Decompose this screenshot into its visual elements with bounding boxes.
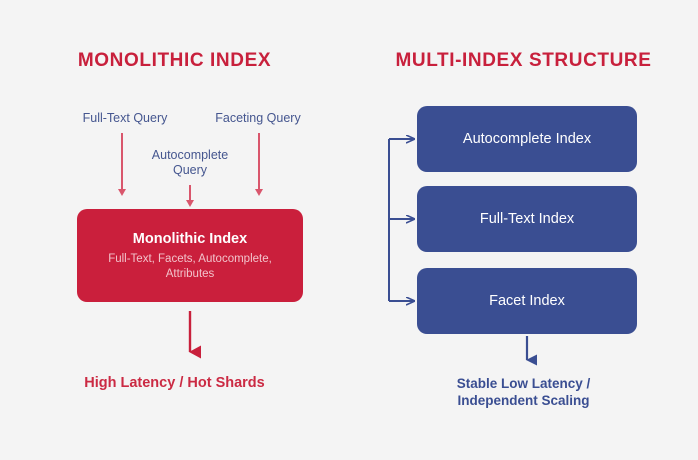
monolithic-index-box-title: Monolithic Index — [132, 230, 248, 247]
arrow-autocomplete-to-monolith — [189, 185, 191, 201]
monolithic-index-box[interactable]: Monolithic Index Full-Text, Facets, Auto… — [77, 209, 303, 302]
query-label-faceting: Faceting Query — [215, 111, 301, 125]
left-panel-title: MONOLITHIC INDEX — [77, 50, 272, 71]
facet-index-box[interactable]: Facet Index — [417, 268, 637, 334]
right-outcome-line1: Stable Low Latency / — [456, 376, 591, 391]
autocomplete-index-box[interactable]: Autocomplete Index — [417, 106, 637, 172]
right-outcome-label: Stable Low Latency / Independent Scaling — [349, 375, 698, 409]
right-panel-title: MULTI-INDEX STRUCTURE — [395, 50, 652, 71]
query-label-autocomplete-line2: Query — [172, 163, 208, 177]
full-text-index-box[interactable]: Full-Text Index — [417, 186, 637, 252]
facet-index-box-title: Facet Index — [489, 292, 565, 309]
monolithic-index-box-subtitle: Full-Text, Facets, Autocomplete, Attribu… — [108, 252, 272, 282]
arrow-full-text-to-monolith — [121, 133, 123, 190]
query-label-full-text: Full-Text Query — [82, 111, 168, 125]
monolithic-index-box-subtitle-line1: Full-Text, Facets, Autocomplete, — [108, 252, 272, 265]
autocomplete-index-box-title: Autocomplete Index — [462, 130, 592, 147]
query-label-autocomplete-line1: Autocomplete — [151, 148, 229, 162]
right-outcome-line2: Independent Scaling — [457, 393, 590, 408]
monolithic-index-panel: MONOLITHIC INDEX Full-Text Query Facetin… — [0, 0, 349, 460]
query-label-autocomplete: Autocomplete Query — [135, 148, 245, 178]
full-text-index-box-title: Full-Text Index — [479, 210, 575, 227]
monolithic-index-box-subtitle-line2: Attributes — [165, 267, 215, 280]
multi-index-panel: MULTI-INDEX STRUCTURE Autocomplete Index… — [349, 0, 698, 460]
left-outcome-label: High Latency / Hot Shards — [84, 375, 265, 391]
arrow-faceting-to-monolith — [258, 133, 260, 190]
